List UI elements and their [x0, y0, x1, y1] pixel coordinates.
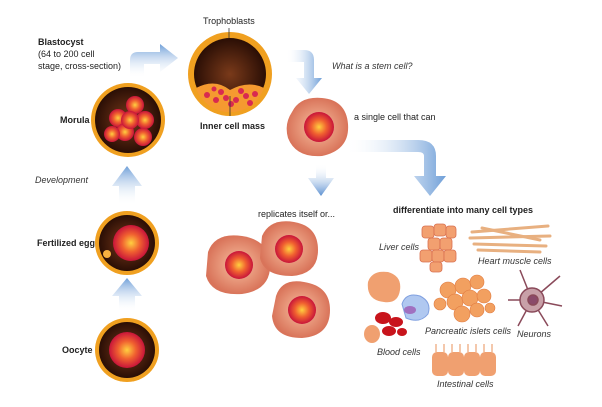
stem-cell-definition: a single cell that can [354, 112, 436, 122]
neurons-label: Neurons [517, 329, 552, 339]
arrow-up-icon [112, 278, 142, 312]
fertilized-egg-illustration [95, 211, 159, 275]
liver-cells-label: Liver cells [379, 242, 420, 252]
development-label: Development [35, 175, 89, 185]
development-arrows [112, 44, 446, 312]
oocyte-label: Oocyte [62, 345, 93, 355]
blastocyst-illustration [188, 28, 272, 116]
replicates-label: replicates itself or... [258, 209, 335, 219]
heart-muscle-cells-illustration [468, 224, 552, 254]
differentiate-label: differentiate into many cell types [393, 205, 533, 215]
pancreatic-islets-cells-illustration [433, 274, 496, 323]
blood-cells-label: Blood cells [377, 347, 421, 357]
stem-cell-illustration [286, 97, 349, 157]
blastocyst-note: stage, cross-section) [38, 61, 121, 71]
intestinal-cells-label: Intestinal cells [437, 379, 494, 389]
arrow-down-icon [308, 164, 334, 196]
oocyte-illustration [95, 318, 159, 382]
neuron-illustration [508, 269, 563, 327]
arrow-differentiate-icon [345, 140, 446, 196]
blood-cells-illustration [364, 271, 430, 343]
replicated-cells-illustration [206, 221, 330, 338]
pancreatic-islets-cells-label: Pancreatic islets cells [425, 326, 512, 336]
arrow-right-icon [130, 44, 178, 78]
liver-cells-illustration [419, 223, 457, 273]
blastocyst-note: (64 to 200 cell [38, 49, 95, 59]
arrow-down-icon [286, 50, 322, 94]
morula-label: Morula [60, 115, 90, 125]
stem-cell-question: What is a stem cell? [332, 61, 413, 71]
fertilized-egg-label: Fertilized egg [37, 238, 95, 248]
intestinal-cells-illustration [432, 344, 496, 376]
inner-cell-mass-label: Inner cell mass [200, 121, 265, 131]
heart-muscle-cells-label: Heart muscle cells [478, 256, 552, 266]
trophoblasts-label: Trophoblasts [203, 16, 255, 26]
morula-illustration [91, 83, 165, 157]
arrow-up-icon [112, 166, 142, 205]
blastocyst-label: Blastocyst [38, 37, 84, 47]
